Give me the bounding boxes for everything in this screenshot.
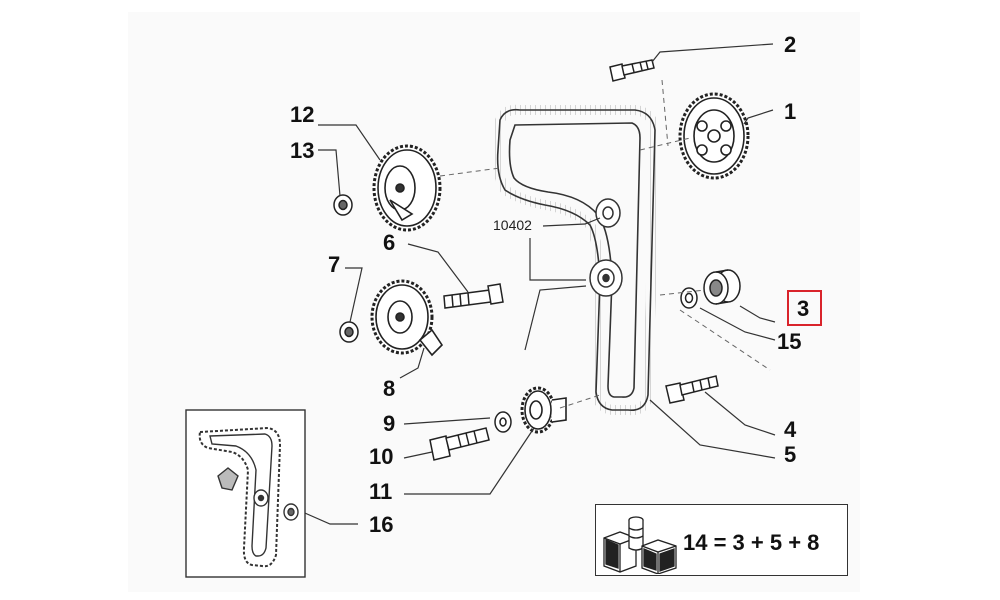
leader-lines xyxy=(297,43,776,525)
callout-3: 3 xyxy=(797,296,810,321)
callout-16: 16 xyxy=(369,512,394,537)
callout-2: 2 xyxy=(784,32,797,57)
inset-assembly-part-16 xyxy=(185,409,306,578)
belt-reference-number: 10402 xyxy=(493,217,532,233)
callout-10: 10 xyxy=(369,444,394,469)
callout-6: 6 xyxy=(383,230,396,255)
callout-4: 4 xyxy=(784,417,797,442)
kit-package-icon xyxy=(603,516,677,574)
callout-5: 5 xyxy=(784,442,797,467)
kit-formula-text: 14 = 3 + 5 + 8 xyxy=(683,530,820,555)
callout-1: 1 xyxy=(784,99,797,124)
callout-7: 7 xyxy=(328,252,341,277)
timing-belt xyxy=(492,104,661,416)
callout-15: 15 xyxy=(777,329,802,354)
belt-tensioner xyxy=(589,259,623,297)
kit-formula-box: 14 = 3 + 5 + 8 xyxy=(595,504,848,576)
callout-8: 8 xyxy=(383,376,396,401)
callout-3-highlight xyxy=(787,290,822,326)
callout-11: 11 xyxy=(369,479,393,504)
callout-12: 12 xyxy=(290,102,315,127)
washer-part-9 xyxy=(494,411,512,433)
pulley-part-12 xyxy=(372,144,442,232)
callout-9: 9 xyxy=(383,411,396,436)
camshaft-pulley-part-1 xyxy=(678,92,750,180)
bolt-part-6 xyxy=(443,283,504,309)
bolt-part-10 xyxy=(429,427,490,461)
nut-part-13 xyxy=(333,194,353,216)
bolt-part-2 xyxy=(609,59,655,82)
crankshaft-sprocket-part-11 xyxy=(520,386,567,434)
callout-13: 13 xyxy=(290,138,315,163)
alignment-lines xyxy=(439,79,771,409)
bolt-part-4 xyxy=(665,375,719,404)
spacer-part-15 xyxy=(680,287,698,309)
idler-roller-part-3 xyxy=(703,269,741,305)
belt-idler-roller xyxy=(595,198,621,228)
tensioner-pulley-part-8 xyxy=(370,279,444,357)
nut-part-7 xyxy=(339,321,359,343)
